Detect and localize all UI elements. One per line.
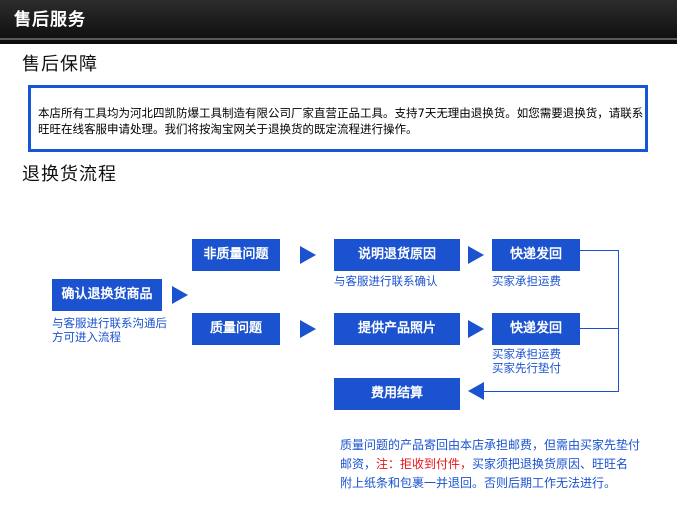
final-note-warning: 注：拒收到付件， (376, 457, 473, 471)
quality-box: 质量问题 (192, 313, 280, 345)
arrow-right-icon (468, 246, 484, 264)
settlement-box: 费用结算 (334, 378, 460, 410)
guarantee-text: 本店所有工具均为河北四凯防爆工具制造有限公司厂家直营正品工具。支持7天无理由退换… (38, 106, 644, 136)
ship-back-note-2b: 买家先行垫付 (492, 361, 561, 375)
arrow-right-icon (300, 246, 316, 264)
return-reason-box: 说明退货原因 (334, 239, 460, 271)
ship-back-note-1: 买家承担运费 (492, 274, 561, 288)
return-reason-note: 与客服进行联系确认 (334, 274, 438, 288)
confirm-goods-box: 确认退换货商品 (52, 279, 162, 311)
process-title: 退换货流程 (22, 164, 117, 185)
arrow-left-icon (468, 382, 484, 400)
arrow-right-icon (172, 286, 188, 304)
connector-line (580, 328, 618, 329)
final-note-part1: 质量问题的产品寄回由本店承担邮费，但需由买家先垫付邮资， (340, 438, 641, 471)
header-divider (0, 38, 677, 40)
confirm-goods-note: 与客服进行联系沟通后方可进入流程 (52, 316, 167, 344)
final-note: 质量问题的产品寄回由本店承担邮费，但需由买家先垫付邮资，注：拒收到付件，买家须把… (340, 436, 640, 493)
ship-back-note-2a: 买家承担运费 (492, 347, 561, 361)
final-note-part2: 买家须把退换货原因、旺旺名附上纸条和包裹一并退回。否则后期工作无法进行。 (340, 457, 629, 490)
product-photo-box: 提供产品照片 (334, 313, 460, 345)
guarantee-box: 本店所有工具均为河北四凯防爆工具制造有限公司厂家直营正品工具。支持7天无理由退换… (28, 85, 648, 152)
ship-back-box-1: 快递发回 (492, 239, 580, 271)
guarantee-title: 售后保障 (22, 54, 98, 75)
connector-line (618, 250, 619, 391)
connector-line (580, 250, 618, 251)
header-title: 售后服务 (14, 10, 86, 30)
connector-line (484, 391, 619, 392)
non-quality-box: 非质量问题 (192, 239, 280, 271)
arrow-right-icon (300, 320, 316, 338)
ship-back-box-2: 快递发回 (492, 313, 580, 345)
header-bar: 售后服务 (0, 0, 677, 44)
arrow-right-icon (468, 320, 484, 338)
